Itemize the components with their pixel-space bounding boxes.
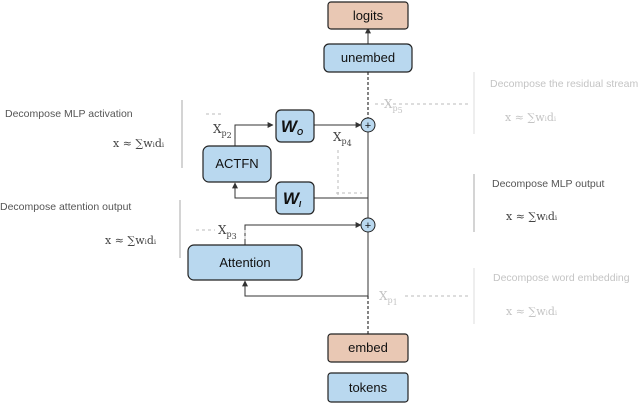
plus-label: +: [365, 120, 371, 132]
unembed-label: unembed: [341, 50, 395, 65]
annotation-word-embedding: Decompose word embedding x ≈ ∑wᵢdᵢ: [473, 268, 630, 324]
annotation-title: Decompose word embedding: [493, 272, 630, 284]
annotation-formula: x ≈ ∑wᵢdᵢ: [505, 111, 557, 124]
tokens-label: tokens: [349, 380, 388, 395]
annotation-formula: x ≈ ∑wᵢdᵢ: [506, 210, 558, 223]
annotation-title: Decompose attention output: [0, 201, 131, 213]
residual-add-bottom: +: [360, 217, 376, 233]
logits-box: logits: [327, 1, 409, 30]
w-o-box: WO: [275, 109, 315, 143]
x-p4-label: Xp4: [333, 130, 352, 148]
mlp-branch: [232, 122, 368, 201]
unembed-box: unembed: [323, 43, 413, 73]
actfn-label: ACTFN: [215, 156, 258, 171]
embed-label: embed: [348, 340, 388, 355]
annotation-formula: x ≈ ∑wᵢdᵢ: [506, 305, 558, 318]
w-o-label: WO: [281, 117, 304, 137]
annotation-mlp-output: Decompose MLP output x ≈ ∑wᵢdᵢ: [473, 174, 605, 232]
w-i-label: WI: [283, 189, 302, 209]
residual-add-top: +: [360, 117, 376, 133]
tokens-box: tokens: [327, 372, 409, 403]
annotation-formula: x ≈ ∑wᵢdᵢ: [113, 137, 165, 150]
annotation-residual-stream: Decompose the residual stream x ≈ ∑wᵢdᵢ: [473, 72, 638, 134]
to-w-o-arrow: [234, 122, 274, 146]
x-p1-label: Xp1: [379, 289, 398, 307]
x-p5-label: Xp5: [384, 97, 403, 115]
annotation-mlp-activation: Decompose MLP activation x ≈ ∑wᵢdᵢ: [5, 100, 183, 168]
annotation-title: Decompose the residual stream: [490, 78, 638, 90]
annotation-attention-output: Decompose attention output x ≈ ∑wᵢdᵢ: [0, 200, 181, 258]
w-i-box: WI: [275, 181, 315, 215]
x-p2-label: Xp2: [213, 122, 232, 140]
attention-label: Attention: [219, 255, 270, 270]
attention-box: Attention: [187, 244, 303, 281]
x-p3-label: Xp3: [218, 223, 237, 241]
actfn-box: ACTFN: [202, 145, 272, 183]
attention-to-residual-arrow: [244, 222, 362, 245]
logits-label: logits: [353, 8, 384, 23]
annotation-formula: x ≈ ∑wᵢdᵢ: [105, 234, 157, 247]
plus-label: +: [365, 220, 371, 232]
annotation-title: Decompose MLP activation: [5, 108, 133, 120]
to-actfn-arrow: [232, 182, 275, 199]
annotation-title: Decompose MLP output: [492, 178, 605, 190]
to-attention-arrow: [242, 280, 368, 297]
embed-box: embed: [327, 333, 409, 363]
tap-lines: [196, 103, 470, 297]
